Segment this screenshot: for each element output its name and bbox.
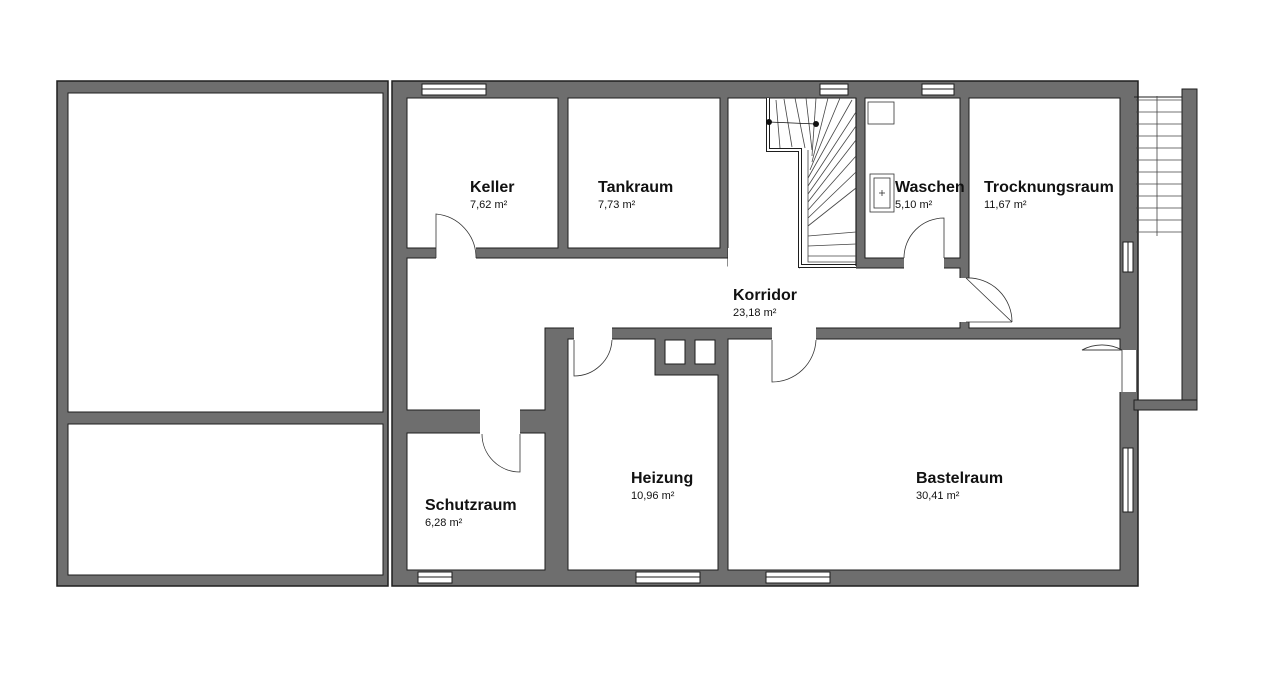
room-bastelraum-area: 30,41 m² xyxy=(916,490,960,502)
wash-fixtures xyxy=(867,101,895,213)
floor-bastelraum xyxy=(727,338,1121,571)
floor-trocknungsraum xyxy=(968,97,1121,329)
floor-heizung xyxy=(567,338,719,571)
room-trocknungsraum-name: Trocknungsraum xyxy=(984,179,1114,196)
room-schutzraum-name: Schutzraum xyxy=(425,497,517,514)
room-keller-name: Keller xyxy=(470,179,514,196)
floor-small-box-1 xyxy=(664,339,686,365)
room-heizung-name: Heizung xyxy=(631,470,693,487)
room-heizung-area: 10,96 m² xyxy=(631,490,675,502)
room-waschen-area: 5,10 m² xyxy=(895,199,933,211)
doors xyxy=(435,213,1136,473)
room-bastelraum-name: Bastelraum xyxy=(916,470,1003,487)
room-labels: Keller 7,62 m² Tankraum 7,73 m² Waschen … xyxy=(425,179,1114,529)
room-floors xyxy=(406,97,1121,571)
room-korridor-name: Korridor xyxy=(733,287,797,304)
internal-staircase xyxy=(766,97,857,268)
room-tankraum-name: Tankraum xyxy=(598,179,673,196)
windows xyxy=(417,83,1134,584)
floor-tankraum xyxy=(567,97,721,249)
room-korridor-area: 23,18 m² xyxy=(733,307,777,319)
room-trocknungsraum-area: 11,67 m² xyxy=(984,199,1027,211)
room-schutzraum-area: 6,28 m² xyxy=(425,517,463,529)
exterior-stair xyxy=(1133,88,1198,411)
room-tankraum-area: 7,73 m² xyxy=(598,199,636,211)
left-annex xyxy=(56,80,389,587)
floor-keller xyxy=(406,97,559,249)
floor-schutzraum xyxy=(406,432,546,571)
room-waschen-name: Waschen xyxy=(895,179,965,196)
room-keller-area: 7,62 m² xyxy=(470,199,508,211)
floor-small-box-2 xyxy=(694,339,716,365)
